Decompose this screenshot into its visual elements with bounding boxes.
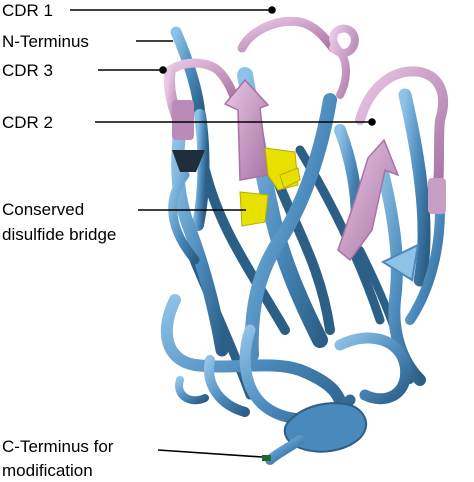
c-terminus-label-line1: C-Terminus for xyxy=(2,437,114,456)
c-terminus-leader-line xyxy=(157,449,263,458)
n-terminus-label: N-Terminus xyxy=(2,32,89,51)
cdr2-strand-segment xyxy=(428,178,446,214)
cdr1-loop xyxy=(237,16,359,99)
arrow-head-right xyxy=(380,243,420,282)
labels: CDR 1 N-Terminus CDR 3 CDR 2 Conserved d… xyxy=(2,1,116,480)
cdr2-loop xyxy=(355,66,449,190)
cdr2-leader-dot xyxy=(368,118,376,126)
cdr3-leader-dot xyxy=(159,66,167,74)
n-terminus-strand xyxy=(170,26,210,231)
c-terminus-marker xyxy=(262,455,271,461)
bottom-loops xyxy=(160,294,412,426)
arrow-head-left xyxy=(172,150,205,172)
protein-ribbon xyxy=(160,16,449,465)
disulfide-bridge xyxy=(239,147,301,227)
disulfide-label-line1: Conserved xyxy=(2,200,84,219)
leader-lines xyxy=(70,6,376,458)
cdr2-arrow xyxy=(337,138,400,262)
cdr3-label: CDR 3 xyxy=(2,61,53,80)
cdr1-leader-dot xyxy=(268,6,276,14)
disulfide-label-line2: disulfide bridge xyxy=(2,225,116,244)
cdr1-label: CDR 1 xyxy=(2,1,53,20)
cdr3-strand-segment xyxy=(172,100,194,140)
c-terminus-label-line2: modification xyxy=(2,461,93,480)
cdr2-label: CDR 2 xyxy=(2,113,53,132)
c-terminus-strand xyxy=(265,435,305,465)
